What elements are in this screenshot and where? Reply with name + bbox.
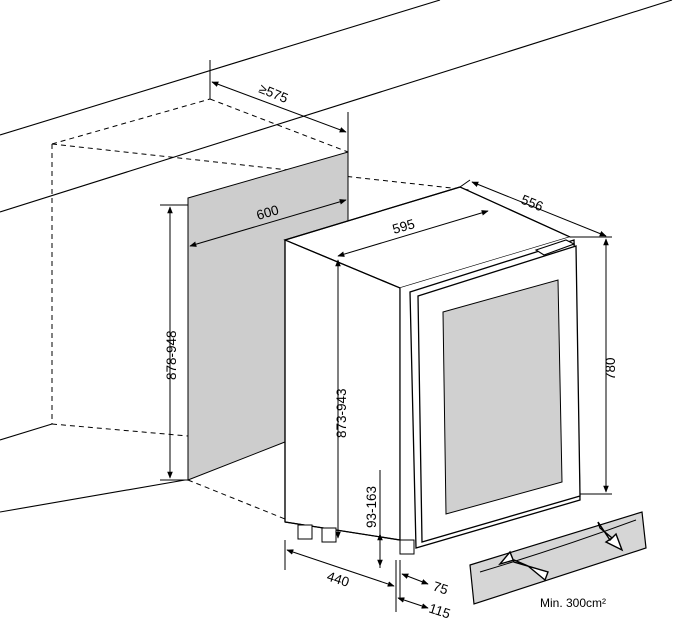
feet — [297, 524, 415, 555]
ventilation-note: Min. 300cm² — [540, 596, 606, 610]
dim-foot-depth: 440 — [325, 569, 351, 590]
dim-plinth-offset: 75 — [431, 579, 450, 598]
dim-door-height: 780 — [603, 357, 618, 380]
dim-niche-depth: ≥575 — [257, 81, 290, 106]
plinth-curve — [479, 519, 637, 573]
dim-niche-width: 600 — [255, 202, 281, 223]
door-glass — [442, 279, 563, 515]
plinth-grille — [469, 511, 647, 605]
dim-unit-height: 873-943 — [334, 388, 349, 438]
door-handle — [534, 239, 576, 256]
dim-plinth-recess: 115 — [427, 601, 452, 622]
dim-plinth-height: 93-163 — [364, 486, 379, 528]
dimension-lines — [160, 60, 612, 612]
airflow-arrows — [498, 521, 624, 582]
dim-unit-width: 595 — [391, 216, 417, 237]
dim-unit-depth: 556 — [519, 192, 546, 214]
dim-niche-height: 878-948 — [164, 330, 179, 380]
